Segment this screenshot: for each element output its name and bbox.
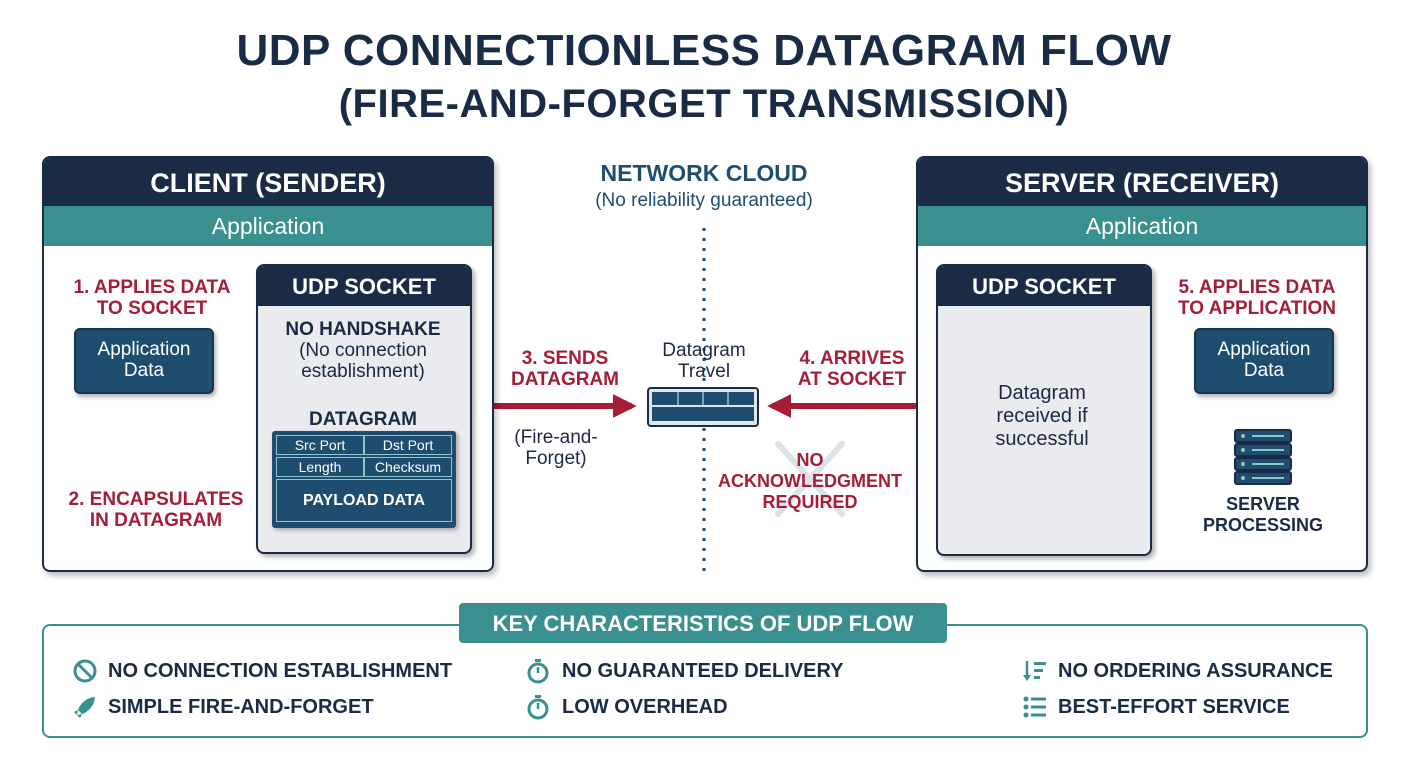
list-icon	[1023, 696, 1046, 718]
src-port-field: Src Port	[276, 435, 364, 455]
step-5-line-2: TO APPLICATION	[1178, 298, 1336, 319]
stopwatch-icon	[527, 659, 549, 684]
step-4-label: 4. ARRIVES AT SOCKET	[784, 348, 920, 390]
key-item-no-ordering: NO ORDERING ASSURANCE	[1058, 660, 1333, 682]
no-handshake-note-line-2: establishment)	[301, 361, 425, 382]
dst-port-field: Dst Port	[364, 435, 452, 455]
diagram-title: UDP CONNECTIONLESS DATAGRAM FLOW	[236, 26, 1172, 75]
no-ack-line-2: ACKNOWLEDGMENT	[718, 471, 902, 491]
no-handshake-note: (No connection establishment)	[258, 340, 468, 382]
server-socket-header: UDP SOCKET	[938, 266, 1150, 306]
datagram-travel-label: Datagram Travel	[634, 340, 774, 382]
server-processing-label: SERVER PROCESSING	[1180, 494, 1346, 536]
step-2-line-2: IN DATAGRAM	[89, 510, 223, 531]
diagram-subtitle: (FIRE-AND-FORGET TRANSMISSION)	[338, 82, 1070, 126]
server-processing-line-2: PROCESSING	[1202, 515, 1324, 535]
step-5-line-1: 5. APPLIES DATA	[1178, 277, 1336, 298]
fire-forget-line-2: Forget)	[525, 448, 587, 469]
sort-icon	[1023, 661, 1046, 681]
no-handshake-label: NO HANDSHAKE	[285, 319, 441, 340]
prohibited-icon	[73, 659, 97, 683]
step-4-line-1: 4. ARRIVES	[799, 348, 905, 369]
server-udp-socket: UDP SOCKET	[936, 264, 1152, 556]
no-ack-line-3: REQUIRED	[762, 492, 858, 512]
datagram-travel-line-2: Travel	[677, 361, 731, 382]
payload-field: PAYLOAD DATA	[276, 479, 452, 522]
network-cloud-subheader: (No reliability guaranteed)	[595, 190, 813, 211]
client-app-data-box: Application Data	[74, 328, 214, 394]
server-application-bar: Application	[918, 206, 1366, 246]
step-1-line-2: TO SOCKET	[96, 298, 208, 319]
client-app-data-line-1: Application	[97, 339, 191, 360]
step-1-label: 1. APPLIES DATA TO SOCKET	[62, 277, 242, 319]
no-ack-line-1: NO	[796, 450, 824, 470]
server-rack-icon	[1234, 429, 1292, 485]
step-3-label: 3. SENDS DATAGRAM	[490, 348, 640, 390]
client-app-data-line-2: Data	[123, 360, 165, 381]
received-line-1: Datagram	[998, 382, 1086, 404]
received-line-3: successful	[995, 428, 1089, 450]
key-item-low-overhead: LOW OVERHEAD	[562, 696, 728, 718]
client-socket-header: UDP SOCKET	[258, 266, 470, 306]
step-5-label: 5. APPLIES DATA TO APPLICATION	[1166, 277, 1348, 319]
step-2-label: 2. ENCAPSULATES IN DATAGRAM	[56, 489, 256, 531]
no-ack-cross-icon	[775, 441, 845, 517]
datagram-label: DATAGRAM	[309, 409, 417, 430]
step-4-line-2: AT SOCKET	[797, 369, 907, 390]
step-3-line-2: DATAGRAM	[511, 369, 619, 390]
key-item-no-connection: NO CONNECTION ESTABLISHMENT	[108, 660, 453, 682]
datagram-structure: Src Port Dst Port Length Checksum PAYLOA…	[272, 431, 456, 528]
step-2-line-1: 2. ENCAPSULATES	[68, 489, 244, 510]
stopwatch-icon	[527, 695, 549, 720]
rocket-icon	[74, 697, 95, 718]
key-characteristics-header: KEY CHARACTERISTICS OF UDP FLOW	[459, 603, 947, 643]
length-field: Length	[276, 457, 364, 477]
key-item-no-guaranteed-delivery: NO GUARANTEED DELIVERY	[562, 660, 844, 682]
datagram-travel-line-1: Datagram	[662, 340, 746, 361]
fire-forget-line-1: (Fire-and-	[514, 427, 598, 448]
server-header: SERVER (RECEIVER)	[918, 158, 1366, 206]
datagram-received-text: Datagram received if successful	[936, 382, 1148, 451]
server-app-data-box: Application Data	[1194, 328, 1334, 394]
server-processing-line-1: SERVER	[1226, 494, 1300, 514]
client-application-bar: Application	[44, 206, 492, 246]
datagram-packet-icon	[647, 387, 759, 427]
key-item-best-effort: BEST-EFFORT SERVICE	[1058, 696, 1290, 718]
network-cloud-header: NETWORK CLOUD	[600, 160, 808, 186]
fire-forget-note: (Fire-and- Forget)	[496, 427, 616, 469]
step-3-line-1: 3. SENDS	[521, 348, 609, 369]
no-acknowledgment-label: NO ACKNOWLEDGMENT REQUIRED	[706, 450, 914, 513]
step-1-line-1: 1. APPLIES DATA	[73, 277, 231, 298]
key-item-fire-forget: SIMPLE FIRE-AND-FORGET	[108, 696, 374, 718]
server-app-data-line-2: Data	[1243, 360, 1285, 381]
checksum-field: Checksum	[364, 457, 452, 477]
server-app-data-line-1: Application	[1217, 339, 1311, 360]
client-header: CLIENT (SENDER)	[44, 158, 492, 206]
received-line-2: received if	[996, 405, 1088, 427]
no-handshake-note-line-1: (No connection	[299, 340, 427, 361]
